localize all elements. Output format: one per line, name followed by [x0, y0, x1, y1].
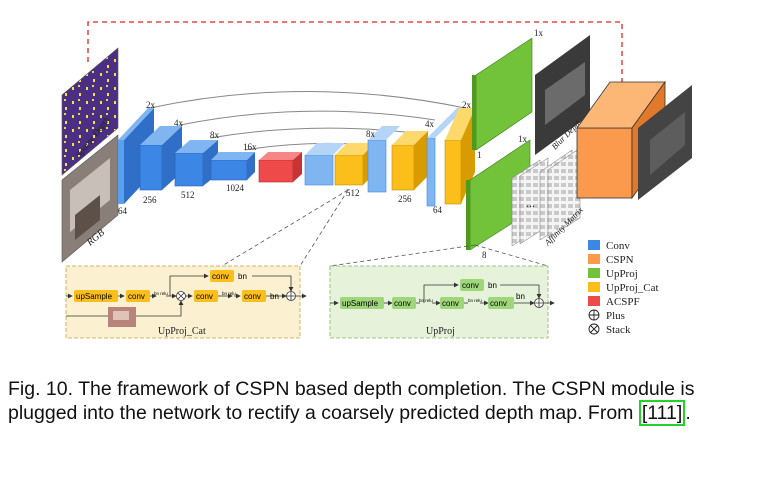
upcat-bnrelu2-label: bn relu: [222, 291, 236, 296]
legend-label-upproj_cat: UpProj_Cat: [606, 282, 659, 294]
channel-512-label: 512: [181, 190, 195, 200]
upproj-upsample-label: upSample: [342, 299, 379, 308]
scale-1x-mid-label: 1x: [518, 134, 528, 144]
rgb-input: RGB: [61, 134, 119, 263]
legend-swatch-upproj_cat: [588, 282, 600, 292]
legend-label-upproj: UpProj: [606, 268, 638, 280]
legend-swatch-acspf: [588, 296, 600, 306]
upproj-conv3-label: conv: [490, 299, 507, 308]
upproj-bnrelu2-label: bn relu: [468, 298, 482, 303]
legend-label-plus: Plus: [606, 310, 625, 322]
channel-1024-label: 1024: [226, 183, 245, 193]
upproj-output-1: [472, 37, 533, 151]
upproj-cat-panel: upSample conv bn relu conv bn relu conv …: [65, 265, 307, 339]
scale-dec-2x-label: 2x: [462, 100, 472, 110]
scale-2x-label: 2x: [146, 100, 156, 110]
legend-swatch-cspn: [588, 254, 600, 264]
legend-label-stack: Stack: [606, 324, 631, 336]
upcat-bnrelu1-label: bn relu: [154, 291, 168, 296]
cspn-framework-diagram: Sparse Depth RGB: [61, 21, 692, 339]
final-depth-image: [638, 85, 692, 200]
citation-link[interactable]: [111]: [638, 400, 686, 426]
upproj-bn-skip-label: bn: [488, 281, 497, 290]
channel-out-8-label: 8: [482, 250, 487, 260]
upcat-conv1-label: conv: [128, 292, 145, 301]
channel-64-label: 64: [118, 206, 128, 216]
upcat-upsample-label: upSample: [76, 292, 113, 301]
scale-dec-4x-label: 4x: [425, 119, 435, 129]
upproj-bn3-label: bn: [516, 292, 525, 301]
upproj-conv-skip-label: conv: [462, 281, 479, 290]
upproj-title: UpProj: [426, 326, 455, 337]
upcat-bn3-label: bn: [270, 292, 279, 301]
upcat-conv3-label: conv: [244, 292, 261, 301]
caption-end: .: [685, 402, 691, 424]
channel-dec-256-label: 256: [398, 194, 412, 204]
upproj-conv1-label: conv: [394, 299, 411, 308]
affinity-dots: ...: [526, 196, 535, 210]
blur-depth-image: Blur Depth: [535, 35, 590, 155]
legend-swatch-conv: [588, 240, 600, 250]
scale-8x-label: 8x: [210, 130, 220, 140]
channel-out-1-label: 1: [477, 150, 482, 160]
upcat-conv-skip-label: conv: [212, 272, 229, 281]
upproj-panel: upSample conv bn relu conv bn relu conv …: [329, 265, 555, 339]
scale-1x-top-label: 1x: [534, 28, 544, 38]
encoder-conv-1024: [210, 152, 255, 181]
decoder-block-512: [304, 143, 375, 186]
channel-dec-64-label: 64: [433, 205, 443, 215]
upproj-bnrelu1-label: bn relu: [419, 298, 433, 303]
upproj-conv2-label: conv: [442, 299, 459, 308]
figure-caption: Fig. 10. The framework of CSPN based dep…: [8, 377, 758, 426]
scale-4x-label: 4x: [174, 118, 184, 128]
caption-text: Fig. 10. The framework of CSPN based dep…: [8, 378, 695, 424]
scale-dec-8x-label: 8x: [366, 129, 376, 139]
upcat-bn-skip-label: bn: [238, 272, 247, 281]
legend-stack-icon: [590, 325, 598, 333]
acspf-block: [258, 152, 302, 183]
upcat-conv2-label: conv: [196, 292, 213, 301]
legend-label-acspf: ACSPF: [606, 296, 640, 308]
decoder-block-256: [367, 126, 428, 193]
channel-256-label: 256: [143, 195, 157, 205]
legend-plus-icon: [589, 310, 599, 320]
legend-swatch-upproj: [588, 268, 600, 278]
skip-connection-arrow: [87, 21, 629, 103]
upcat-title: UpProj_Cat: [158, 326, 206, 337]
legend-label-conv: Conv: [606, 240, 630, 252]
scale-16x-label: 16x: [243, 142, 257, 152]
encoder-conv-512: [174, 140, 218, 187]
legend-label-cspn: CSPN: [606, 254, 634, 266]
channel-dec-512-label: 512: [346, 188, 360, 198]
zoom-lines: [221, 189, 549, 267]
